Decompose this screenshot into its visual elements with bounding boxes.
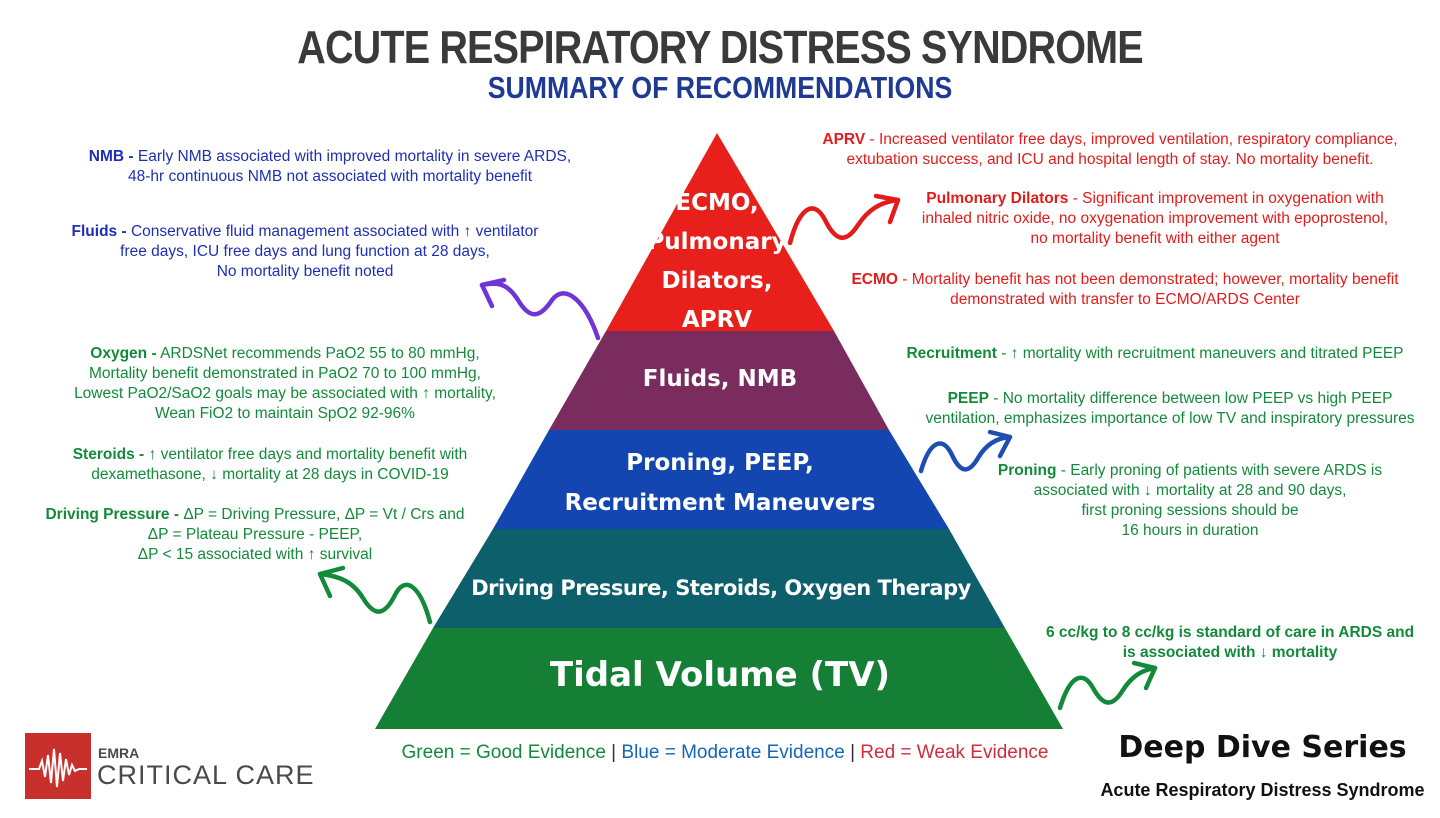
tier-fluids-label: Fluids, NMB (642, 366, 798, 392)
legend-separator: | (605, 742, 622, 763)
tier-proning-label: Proning, PEEP, Recruitment Maneuvers (500, 443, 940, 523)
tier-fluids-shape (549, 331, 889, 430)
legend-moderate: Blue = Moderate Evidence (621, 742, 845, 763)
note-proning-head: Proning (997, 462, 1057, 479)
evidence-legend: Green = Good Evidence | Blue = Moderate … (360, 742, 1090, 764)
note-proning-text: first proning sessions should be (1081, 502, 1299, 519)
note-peep: PEEP - No mortality difference between l… (895, 389, 1440, 429)
note-nmb-text: 48-hr continuous NMB not associated with… (127, 168, 533, 185)
series-subtitle: Acute Respiratory Distress Syndrome (1100, 780, 1425, 800)
tier-driving-label: Driving Pressure, Steroids, Oxygen Thera… (471, 576, 971, 600)
note-ecmo-text: - Mortality benefit has not been demonst… (897, 271, 1399, 288)
arrow-green-upright (1057, 665, 1158, 711)
note-pulmonary-head: Pulmonary Dilators (926, 190, 1069, 207)
arrow-red-upright-head (873, 193, 901, 225)
page-subtitle: SUMMARY OF RECOMMENDATIONS (487, 70, 953, 105)
note-pulmonary-dilators: Pulmonary Dilators - Significant improve… (880, 189, 1430, 249)
note-driving-pressure: Driving Pressure - ΔP = Driving Pressure… (10, 505, 500, 565)
tier-ecmo-line: Pulmonary (647, 229, 787, 255)
note-proning-text: 16 hours in duration (1121, 522, 1259, 539)
arrow-green-upleft (317, 571, 433, 625)
note-pulmonary-text: - Significant improvement in oxygenation… (1068, 190, 1384, 207)
note-nmb: NMB - Early NMB associated with improved… (40, 147, 620, 187)
arrow-green-upleft-head (317, 565, 346, 599)
note-fluids-text: free days, ICU free days and lung functi… (120, 243, 490, 260)
note-fluids-text: Conservative fluid management associated… (126, 223, 539, 240)
tier-proning-line: Proning, PEEP, (626, 450, 814, 476)
note-steroids-text: dexamethasone, ↓ mortality at 28 days in… (91, 466, 449, 483)
note-tv-text: 6 cc/kg to 8 cc/kg is standard of care i… (1045, 624, 1415, 641)
note-recruitment: Recruitment - ↑ mortality with recruitme… (870, 344, 1440, 364)
note-proning-text: associated with ↓ mortality at 28 and 90… (1033, 482, 1347, 499)
note-nmb-head: NMB - (88, 148, 134, 165)
note-aprv: APRV - Increased ventilator free days, i… (770, 130, 1440, 170)
tier-ecmo-line: ECMO, (675, 190, 759, 216)
note-steroids-head: Steroids - (72, 446, 145, 463)
tier-tv-shape (375, 628, 1063, 729)
legend-good: Green = Good Evidence (401, 742, 606, 763)
note-proning: Proning - Early proning of patients with… (960, 461, 1420, 541)
note-aprv-head: APRV (822, 131, 866, 148)
note-steroids: Steroids - ↑ ventilator free days and mo… (20, 445, 520, 485)
note-driving-text: ΔP < 15 associated with ↑ survival (137, 546, 373, 563)
arrow-purple-upleft-head (479, 277, 507, 309)
tier-ecmo-label: ECMO, Pulmonary Dilators, APRV (617, 184, 817, 340)
logo-emra-text: EMRA (98, 745, 140, 761)
tier-tv-label: Tidal Volume (TV) (549, 655, 891, 695)
note-ecmo-head: ECMO (851, 271, 898, 288)
note-fluids-head: Fluids - (71, 223, 127, 240)
note-oxygen-text: Wean FiO2 to maintain SpO2 92-96% (155, 405, 415, 422)
note-fluids-text: No mortality benefit noted (216, 263, 394, 280)
tier-proning-shape (493, 430, 949, 529)
series-title: Deep Dive Series (1118, 730, 1407, 765)
note-peep-text: - No mortality difference between low PE… (988, 390, 1393, 407)
note-proning-text: - Early proning of patients with severe … (1056, 462, 1383, 479)
logo-critical-care-text: CRITICAL CARE (97, 760, 315, 790)
arrow-green-upright-head (1131, 660, 1158, 691)
note-oxygen-text: Lowest PaO2/SaO2 goals may be associated… (74, 385, 496, 402)
note-tidal-volume: 6 cc/kg to 8 cc/kg is standard of care i… (1010, 623, 1440, 663)
note-ecmo-text: demonstrated with transfer to ECMO/ARDS … (950, 291, 1300, 308)
arrow-blue-upright-head (987, 429, 1013, 459)
note-pulmonary-text: inhaled nitric oxide, no oxygenation imp… (921, 210, 1389, 227)
note-oxygen-text: Mortality benefit demonstrated in PaO2 7… (88, 365, 481, 382)
tier-proning-line: Recruitment Maneuvers (564, 490, 876, 516)
note-driving-text: ΔP = Driving Pressure, ΔP = Vt / Crs and (179, 506, 465, 523)
waveform-icon (29, 748, 87, 788)
arrow-red-upright (787, 197, 901, 246)
note-aprv-text: - Increased ventilator free days, improv… (865, 131, 1398, 148)
note-recruitment-text: - ↑ mortality with recruitment maneuvers… (996, 345, 1404, 362)
note-aprv-text: extubation success, and ICU and hospital… (846, 151, 1374, 168)
tier-ecmo-shape (606, 133, 834, 331)
note-fluids: Fluids - Conservative fluid management a… (20, 222, 590, 282)
page-title: ACUTE RESPIRATORY DISTRESS SYNDROME (297, 21, 1143, 73)
emra-logo-icon (25, 733, 91, 799)
note-oxygen: Oxygen - ARDSNet recommends PaO2 55 to 8… (20, 344, 550, 424)
legend-weak: Red = Weak Evidence (860, 742, 1049, 763)
tier-ecmo-line: APRV (681, 307, 753, 333)
tier-ecmo-line: Dilators, (661, 268, 773, 294)
note-driving-head: Driving Pressure - (45, 506, 180, 523)
note-recruitment-head: Recruitment (906, 345, 997, 362)
note-oxygen-head: Oxygen - (90, 345, 157, 362)
tier-driving-shape (433, 529, 1005, 628)
note-oxygen-text: ARDSNet recommends PaO2 55 to 80 mmHg, (156, 345, 480, 362)
arrow-blue-upright (918, 434, 1013, 474)
note-ecmo: ECMO - Mortality benefit has not been de… (810, 270, 1440, 310)
note-nmb-text: Early NMB associated with improved morta… (133, 148, 572, 165)
note-peep-head: PEEP (947, 390, 989, 407)
note-tv-text: is associated with ↓ mortality (1122, 644, 1338, 661)
legend-separator: | (844, 742, 861, 763)
note-peep-text: ventilation, emphasizes importance of lo… (925, 410, 1415, 427)
arrow-purple-upleft (479, 281, 601, 341)
note-driving-text: ΔP = Plateau Pressure - PEEP, (147, 526, 363, 543)
note-pulmonary-text: no mortality benefit with either agent (1030, 230, 1280, 247)
note-steroids-text: ↑ ventilator free days and mortality ben… (144, 446, 468, 463)
